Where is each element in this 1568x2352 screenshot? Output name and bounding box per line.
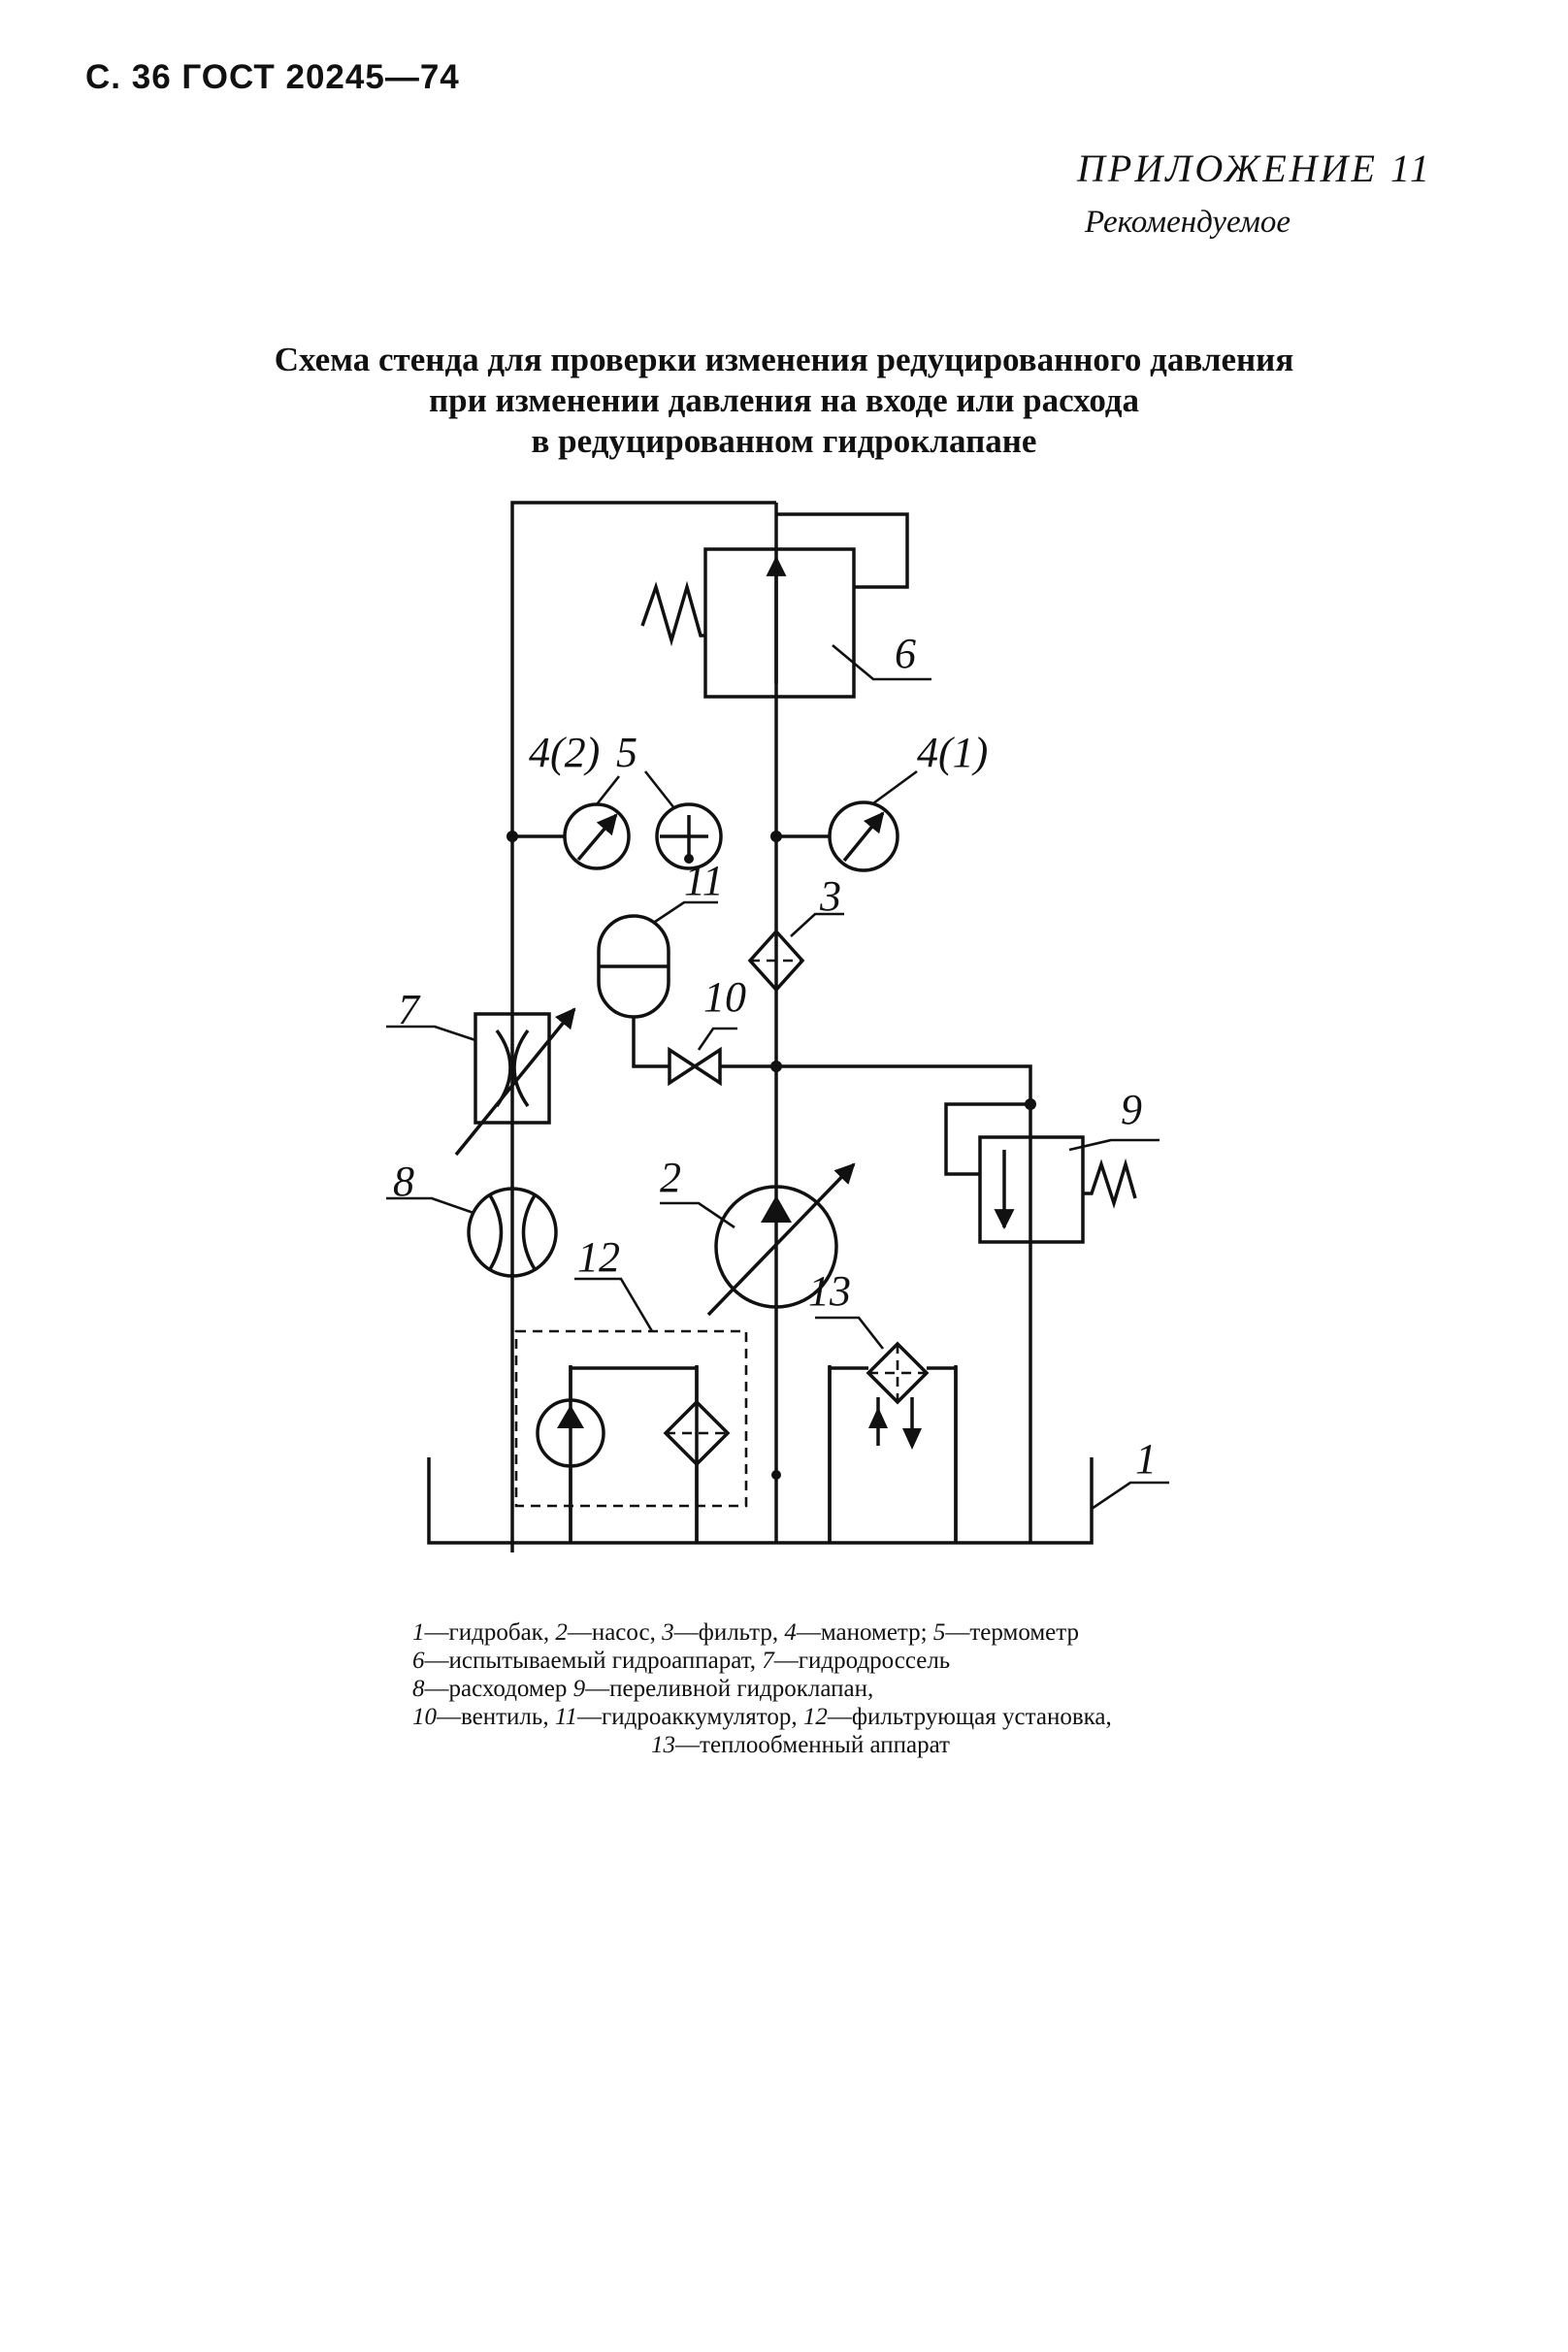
label-flowmeter: 8: [393, 1158, 414, 1205]
pump-symbol: 2: [660, 1154, 856, 1317]
legend-line: 1—гидробак, 2—насос, 3—фильтр, 4—маномет…: [412, 1618, 1189, 1647]
page-header: С. 36 ГОСТ 20245—74: [85, 58, 460, 96]
gauge-2-symbol: 4(2): [529, 729, 631, 870]
label-filter-unit: 12: [577, 1233, 620, 1281]
label-thermometer: 5: [616, 729, 637, 776]
title-line-1: Схема стенда для проверки изменения реду…: [274, 341, 1294, 378]
legend-num: 7: [762, 1648, 774, 1674]
throttle-symbol: 7: [386, 986, 576, 1157]
appendix-subtitle: Рекомендуемое: [1085, 205, 1291, 240]
legend-text: —гидробак,: [424, 1619, 550, 1646]
legend-num: 9: [572, 1676, 586, 1702]
legend-num: 11: [554, 1704, 577, 1730]
legend-num: 13: [651, 1732, 676, 1758]
legend-line: 6—испытываемый гидроаппарат, 7—гидродрос…: [412, 1647, 1189, 1675]
legend-line: 13—теплообменный аппарат: [412, 1731, 1189, 1759]
appendix-title: ПРИЛОЖЕНИЕ 11: [1077, 147, 1432, 190]
legend-num: 5: [932, 1619, 946, 1646]
legend-text: —гидроаккумулятор,: [576, 1704, 798, 1730]
junction-dot: [770, 1061, 782, 1072]
legend-num: 1: [412, 1619, 425, 1646]
label-accumulator: 11: [684, 857, 724, 904]
accumulator-symbol: 11: [597, 857, 724, 1019]
label-tested-unit: 6: [895, 630, 916, 677]
junction-dot: [1025, 1098, 1036, 1110]
legend-num: 4: [784, 1619, 797, 1646]
label-gauge-1: 4(1): [917, 729, 988, 776]
junction-dot: [506, 831, 518, 842]
legend-text: —манометр;: [796, 1619, 928, 1646]
heat-exchanger-symbol: 13: [808, 1267, 958, 1543]
label-pump: 2: [660, 1154, 681, 1201]
legend: 1—гидробак, 2—насос, 3—фильтр, 4—маномет…: [412, 1618, 1189, 1759]
tank-symbol: 1: [427, 1435, 1169, 1545]
legend-text: —гидродроссель: [773, 1648, 951, 1674]
legend-text: —фильтр,: [673, 1619, 779, 1646]
junction-dot: [771, 1470, 781, 1480]
label-valve: 10: [703, 973, 746, 1021]
legend-line: 8—расходомер 9—переливной гидроклапан,: [412, 1675, 1189, 1703]
relief-valve-symbol: 9: [978, 1086, 1160, 1244]
thermometer-symbol: 5: [616, 729, 723, 870]
document-title: Схема стенда для проверки изменения реду…: [0, 340, 1568, 462]
legend-num: 8: [412, 1676, 425, 1702]
legend-num: 10: [412, 1704, 437, 1730]
label-relief-valve: 9: [1121, 1086, 1142, 1133]
legend-text: —переливной гидроклапан,: [585, 1676, 874, 1702]
valve-symbol: 10: [668, 973, 746, 1087]
legend-text: —расходомер: [424, 1676, 568, 1702]
label-filter: 3: [819, 872, 841, 920]
legend-text: —испытываемый гидроаппарат,: [424, 1648, 757, 1674]
junction-dot: [770, 831, 782, 842]
legend-text: —насос,: [567, 1619, 656, 1646]
title-line-2: при изменении давления на входе или расх…: [428, 381, 1140, 419]
label-heat-exchanger: 13: [808, 1267, 851, 1315]
legend-num: 6: [412, 1648, 425, 1674]
label-gauge-2: 4(2): [529, 729, 600, 776]
legend-line: 10—вентиль, 11—гидроаккумулятор, 12—филь…: [412, 1703, 1189, 1731]
label-tank: 1: [1135, 1435, 1157, 1483]
flowmeter-symbol: 8: [386, 1158, 558, 1278]
title-line-3: в редуцированном гидроклапане: [531, 422, 1037, 460]
legend-text: —вентиль,: [437, 1704, 549, 1730]
legend-num: 2: [555, 1619, 568, 1646]
legend-text: —термометр: [945, 1619, 1079, 1646]
filter-unit-symbol: 12: [514, 1233, 748, 1543]
legend-num: 12: [802, 1704, 828, 1730]
legend-text: —теплообменный аппарат: [675, 1732, 950, 1758]
appendix-block: ПРИЛОЖЕНИЕ 11 Рекомендуемое: [1077, 146, 1432, 241]
legend-num: 3: [662, 1619, 674, 1646]
filter-symbol: 3: [747, 872, 844, 993]
tested-unit-symbol: 6: [640, 547, 931, 699]
gauge-1-symbol: 4(1): [828, 729, 988, 872]
label-throttle: 7: [398, 986, 421, 1033]
legend-text: —фильтрующая установка,: [827, 1704, 1112, 1730]
